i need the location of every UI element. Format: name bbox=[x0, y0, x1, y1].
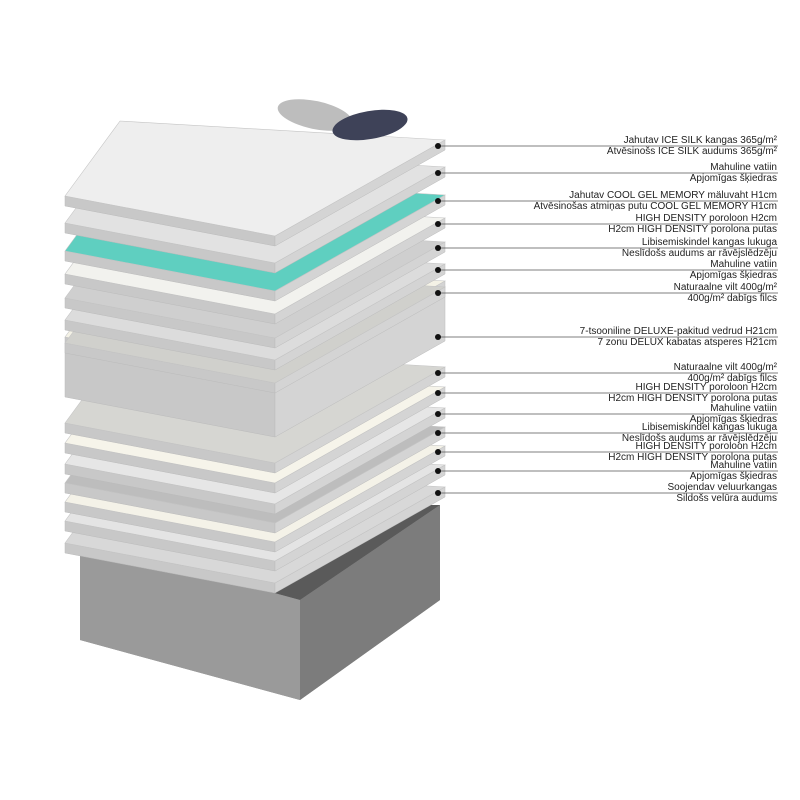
label-latvian: 400g/m² dabīgs filcs bbox=[687, 293, 778, 304]
label-latvian: Atvēsinošs ICE SILK audums 365g/m² bbox=[606, 146, 777, 157]
label-estonian: Mahuline vatiin bbox=[710, 460, 777, 471]
leader-dot bbox=[435, 334, 441, 340]
label-latvian: Apjomīgas šķiedras bbox=[689, 270, 777, 281]
mattress-base-side bbox=[300, 505, 440, 700]
label-latvian: Apjomīgas šķiedras bbox=[689, 173, 777, 184]
label-latvian: H2cm HIGH DENSITY porolona putas bbox=[608, 452, 777, 463]
mattress-base-front bbox=[80, 540, 300, 700]
leader-dot bbox=[435, 221, 441, 227]
leader-dot bbox=[435, 430, 441, 436]
label-estonian: Libisemiskindel kangas lukuga bbox=[641, 422, 777, 433]
leader-dot bbox=[435, 198, 441, 204]
leader-dot bbox=[435, 390, 441, 396]
label-latvian: Apjomīgas šķiedras bbox=[689, 471, 777, 482]
label-estonian: Mahuline vatiin bbox=[710, 162, 777, 173]
label-estonian: Jahutav COOL GEL MEMORY mäluvaht H1cm bbox=[569, 190, 777, 201]
label-estonian: Soojendav veluurkangas bbox=[667, 482, 777, 493]
label-latvian: Neslīdošs audums ar rāvējslēdzēju bbox=[621, 248, 777, 259]
label-latvian: Apjomīgas šķiedras bbox=[689, 414, 777, 425]
leader-dot bbox=[435, 267, 441, 273]
label-latvian: 400g/m² dabīgs filcs bbox=[687, 373, 778, 384]
pillow-dark bbox=[332, 109, 408, 141]
label-latvian: Atvēsinošas atmiņas putu COOL GEL MEMORY… bbox=[533, 201, 777, 212]
label-estonian: HIGH DENSITY poroloon H2cm bbox=[635, 382, 777, 393]
label-estonian: Naturaalne vilt 400g/m² bbox=[673, 282, 777, 293]
leader-dot bbox=[435, 170, 441, 176]
leader-dot bbox=[435, 143, 441, 149]
label-estonian: Jahutav ICE SILK kangas 365g/m² bbox=[623, 135, 777, 146]
label-estonian: Mahuline vatiin bbox=[710, 403, 777, 414]
label-estonian: 7-tsooniline DELUXE-pakitud vedrud H21cm bbox=[579, 326, 777, 337]
label-estonian: Libisemiskindel kangas lukuga bbox=[641, 237, 777, 248]
leader-dot bbox=[435, 370, 441, 376]
label-latvian: Neslīdošs audums ar rāvējslēdzēju bbox=[621, 433, 777, 444]
layer-label: 7-tsooniline DELUXE-pakitud vedrud H21cm… bbox=[580, 326, 777, 348]
leader-dot bbox=[435, 245, 441, 251]
label-latvian: 7 zonu DELUX kabatas atsperes H21cm bbox=[597, 337, 777, 348]
label-estonian: HIGH DENSITY poroloon H2cm bbox=[635, 441, 777, 452]
label-latvian: Sildošs velūra audums bbox=[676, 493, 777, 504]
leader-dot bbox=[435, 490, 441, 496]
leader-dot bbox=[435, 449, 441, 455]
leader-dot bbox=[435, 290, 441, 296]
leader-dot bbox=[435, 411, 441, 417]
pillow-grey bbox=[277, 99, 353, 131]
label-estonian: Mahuline vatiin bbox=[710, 259, 777, 270]
layer-surface bbox=[64, 120, 447, 237]
label-estonian: HIGH DENSITY poroloon H2cm bbox=[635, 213, 777, 224]
label-estonian: Naturaalne vilt 400g/m² bbox=[673, 362, 777, 373]
leader-dot bbox=[435, 468, 441, 474]
label-latvian: H2cm HIGH DENSITY porolona putas bbox=[608, 393, 777, 404]
label-latvian: H2cm HIGH DENSITY porolona putas bbox=[608, 224, 777, 235]
